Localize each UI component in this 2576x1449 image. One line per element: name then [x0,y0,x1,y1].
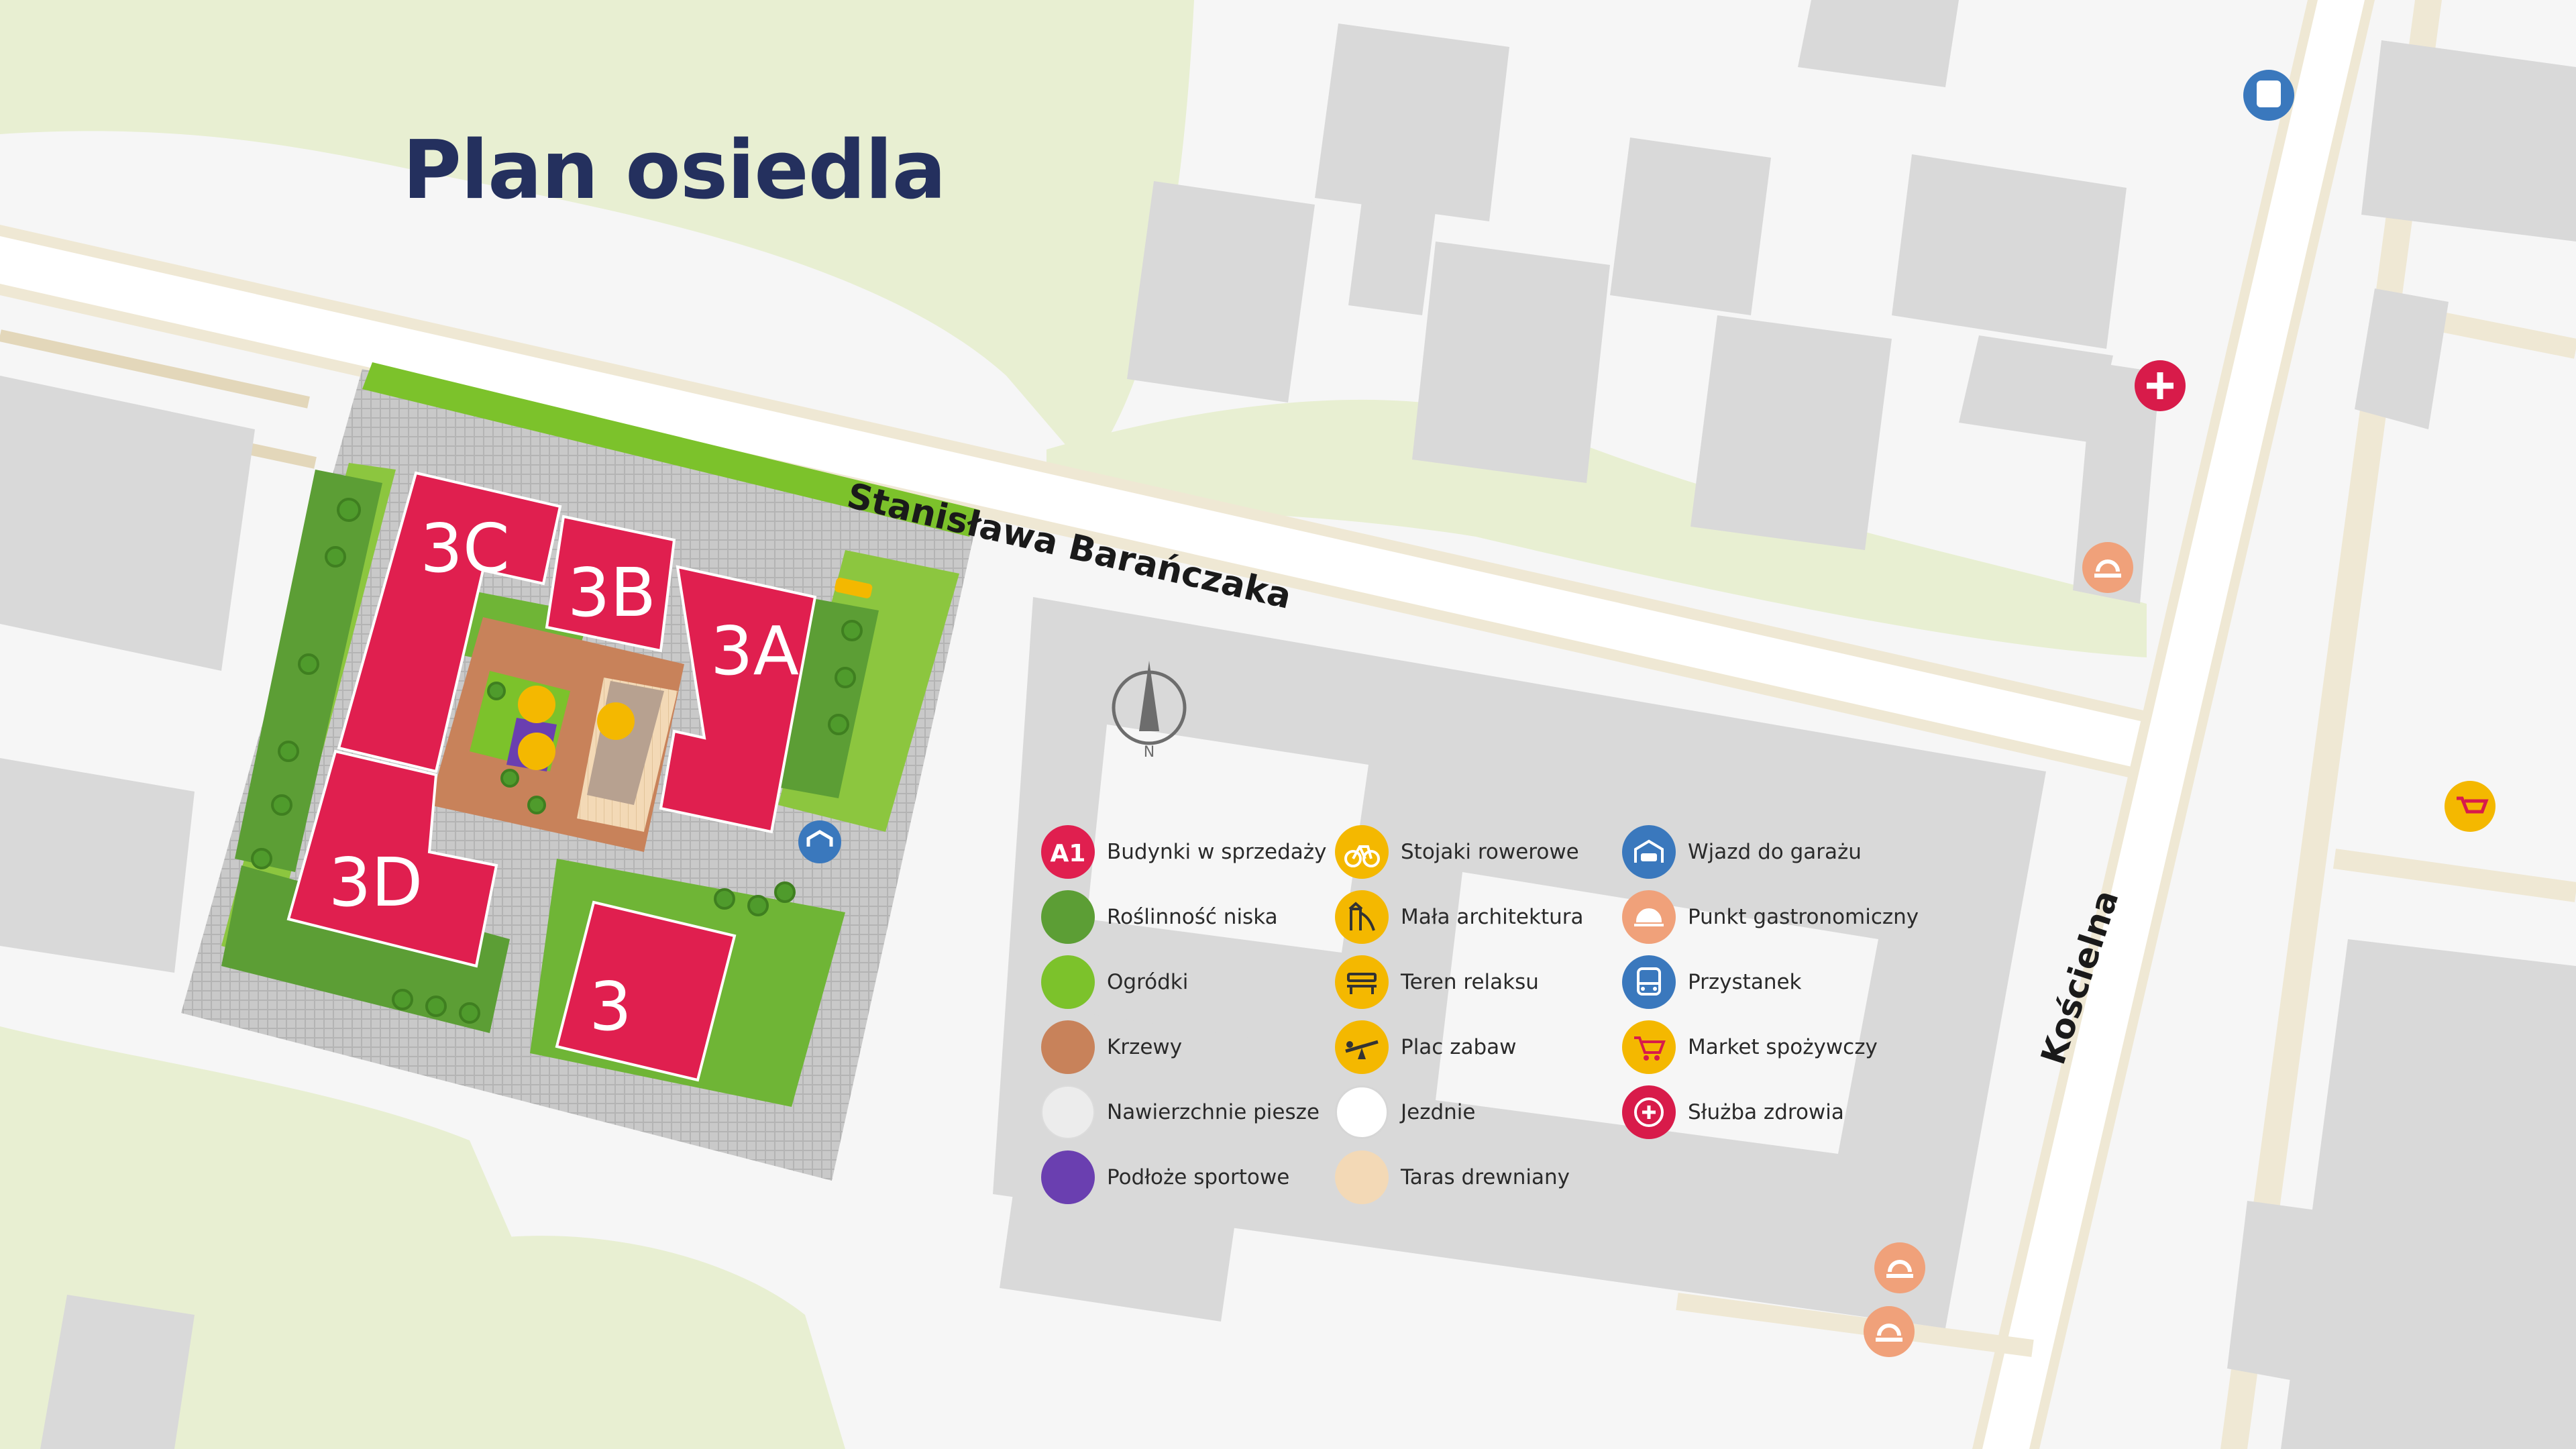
legend-item-small-architecture: Mała architektura [1335,890,1584,944]
block-courtyards [1087,724,1878,1154]
roadway-swatch [1335,1085,1389,1139]
low-vegetation-swatch [1041,890,1095,944]
wooden-terrace-swatch [1335,1150,1389,1204]
legend-item-sports-surface: Podłoże sportowe [1041,1150,1289,1204]
building-3d-shape [286,749,498,968]
compass-icon [1112,661,1187,745]
legend-badge-text: A1 [1051,840,1086,867]
estate-buildings [286,471,817,1082]
sports-surface-swatch [1041,1150,1095,1204]
legend-label: Służba zdrowia [1688,1100,1844,1124]
legend-item-low-vegetation: Roślinność niska [1041,890,1278,944]
building-3b-shape [545,515,676,653]
legend-item-shrubs: Krzewy [1041,1020,1182,1074]
pedestrian-surface-swatch [1041,1085,1095,1139]
bus-stop-pin-icon [2243,70,2294,121]
playground-pin-icon-2 [518,733,555,770]
bench-icon [1335,955,1389,1009]
bicycle-stand-pin [835,578,873,598]
building-label-3c: 3C [420,509,509,588]
legend-item-wooden-terrace: Taras drewniany [1335,1150,1570,1204]
food-pin-icon [2082,542,2133,593]
legend-item-playground: Plac zabaw [1335,1020,1517,1074]
legend-item-food-point: Punkt gastronomiczny [1622,890,1919,944]
legend-label: Roślinność niska [1107,905,1278,929]
food-pin-icon-2 [1874,1242,1925,1293]
seesaw-icon [1335,1020,1389,1074]
legend-item-health-service: Służba zdrowia [1622,1085,1844,1139]
legend-label: Market spożywczy [1688,1035,1878,1059]
compass-letter: N [1144,744,1155,761]
bus-stop-icon [1622,955,1676,1009]
park-areas [0,0,2147,1449]
building-label-3d: 3D [329,843,423,922]
garage-pin-icon [798,820,841,863]
building-3-shape [555,900,737,1082]
legend-label: Mała architektura [1401,905,1584,929]
legend-label: Budynki w sprzedaży [1107,840,1327,864]
legend-item-bicycle-racks: Stojaki rowerowe [1335,825,1579,879]
page-title: Plan osiedla [402,124,947,217]
legend-label: Punkt gastronomiczny [1688,905,1919,929]
gardens-swatch [1041,955,1095,1009]
grocery-pin-icon [2445,781,2496,832]
legend-label: Podłoże sportowe [1107,1165,1290,1189]
map-pins [518,70,2496,1357]
building-label-3b: 3B [568,553,656,632]
building-for-sale-icon: A1 [1041,825,1095,879]
legend-item-relax-area: Teren relaksu [1335,955,1539,1009]
health-pin-icon [2135,360,2186,411]
building-label-3a: 3A [710,612,799,690]
building-3c-shape [337,471,562,773]
food-point-icon [1622,890,1676,944]
bench-pin-icon [597,702,635,740]
building-3a-shape [659,565,817,834]
playground-pin-icon [518,686,555,723]
playground-slide-icon [1335,890,1389,944]
legend-label: Ogródki [1107,970,1189,994]
legend-item-pedestrian-surfaces: Nawierzchnie piesze [1041,1085,1320,1139]
food-pin-icon-3 [1864,1306,1915,1357]
legend-label: Stojaki rowerowe [1401,840,1579,864]
legend-item-buildings-for-sale: A1 Budynki w sprzedaży [1041,825,1326,879]
legend-item-garage-entrance: Wjazd do garażu [1622,825,1862,879]
bicycle-icon [1335,825,1389,879]
health-cross-icon [1622,1085,1676,1139]
building-label-3: 3 [589,967,632,1046]
legend-label: Taras drewniany [1401,1165,1570,1189]
grocery-cart-icon [1622,1020,1676,1074]
legend-item-grocery-market: Market spożywczy [1622,1020,1878,1074]
legend-label: Wjazd do garażu [1688,840,1862,864]
legend-label: Krzewy [1107,1035,1183,1059]
legend-item-gardens: Ogródki [1041,955,1188,1009]
legend-label: Teren relaksu [1401,970,1539,994]
legend-label: Jezdnie [1401,1100,1476,1124]
legend-item-bus-stop: Przystanek [1622,955,1802,1009]
legend-label: Plac zabaw [1401,1035,1517,1059]
shrubs-swatch [1041,1020,1095,1074]
legend-label: Nawierzchnie piesze [1107,1100,1320,1124]
legend-label: Przystanek [1688,970,1802,994]
garage-entrance-icon [1622,825,1676,879]
legend-item-roadways: Jezdnie [1335,1085,1476,1139]
